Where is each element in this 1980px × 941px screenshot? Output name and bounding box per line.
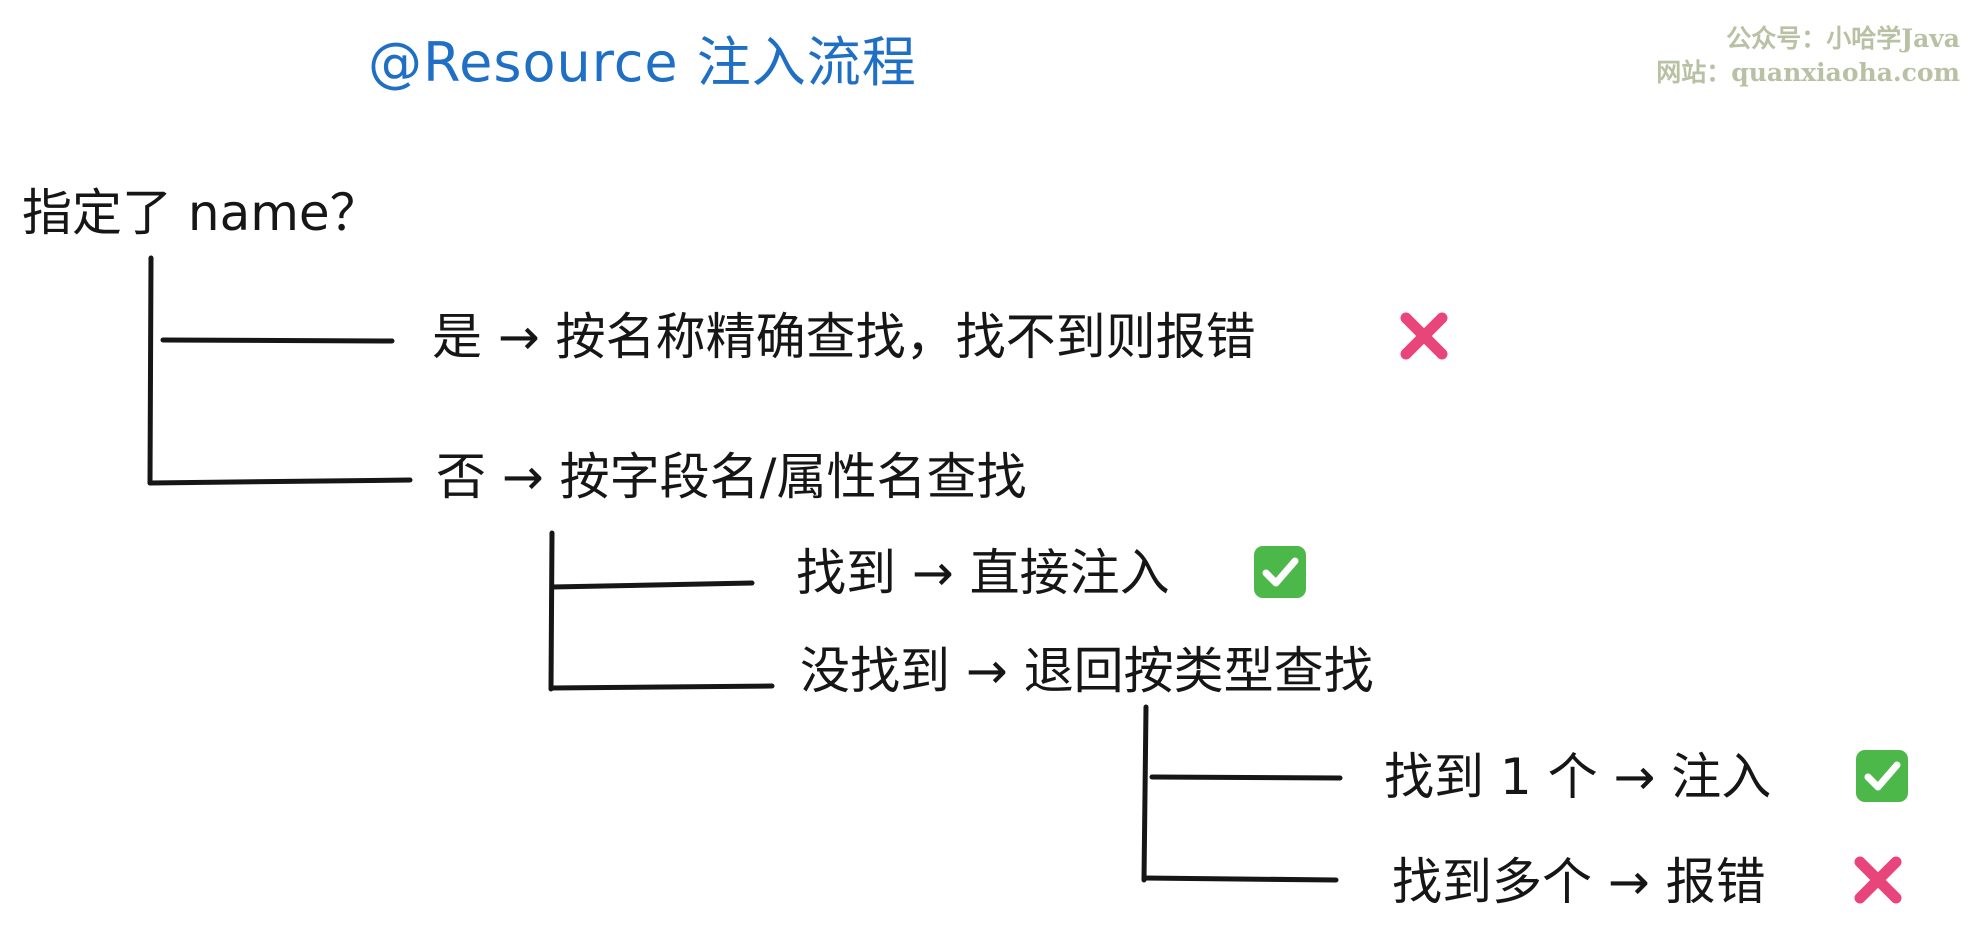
branch-no: 否 → 按字段名/属性名查找 [436,448,1027,506]
check-mark-icon [1856,750,1908,802]
connector-found-many [1141,875,1339,883]
watermark: 公众号：小哈学Java 网站：quanxiaoha.com [1656,22,1960,90]
branch-not-found: 没找到 → 退回按类型查找 [800,642,1374,700]
branch-found-one: 找到 1 个 → 注入 [1384,748,1772,806]
connector-found-one [1149,774,1343,781]
connector-root-vertical [147,255,154,486]
connector-no [147,477,413,486]
connector-not-found [548,683,775,691]
check-mark-icon [1254,546,1306,598]
connector-found [549,580,755,590]
connector-no-vertical [548,530,555,692]
cross-mark-icon [1400,312,1448,360]
watermark-account: 公众号：小哈学Java [1726,24,1960,53]
branch-yes: 是 → 按名称精确查找，找不到则报错 [432,308,1256,366]
connector-type-vertical [1141,704,1149,883]
branch-found: 找到 → 直接注入 [796,544,1170,602]
branch-found-many: 找到多个 → 报错 [1392,853,1766,911]
cross-mark-icon [1854,856,1902,904]
watermark-website: 网站：quanxiaoha.com [1656,58,1960,87]
diagram-title: @Resource 注入流程 [368,31,917,94]
connector-yes [160,337,395,344]
root-question: 指定了 name？ [22,184,380,242]
